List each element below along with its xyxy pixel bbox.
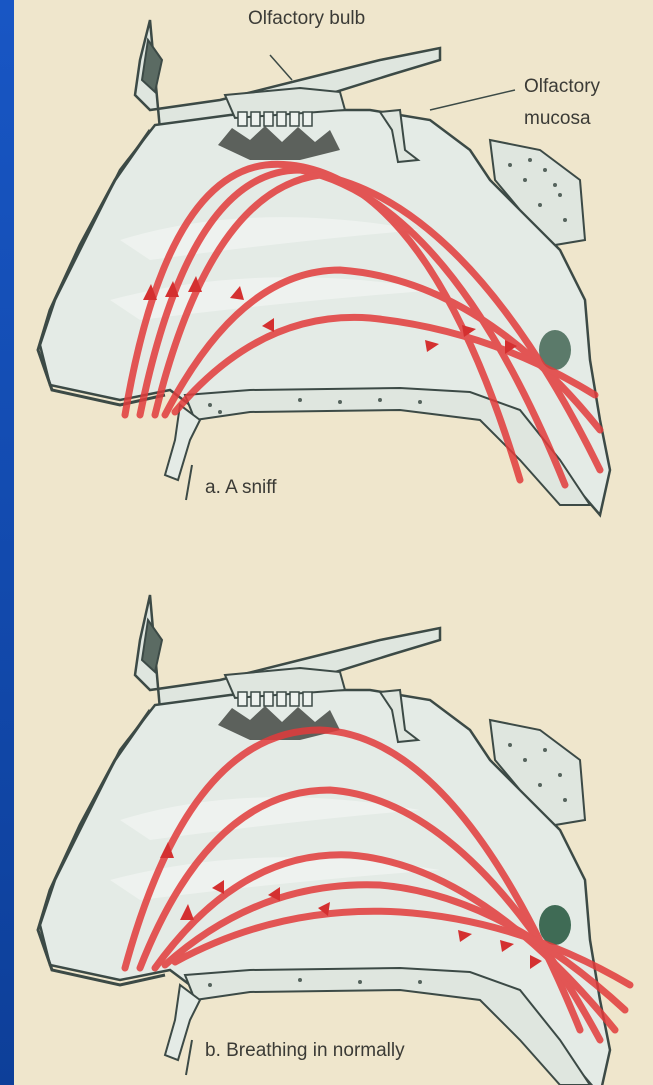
nose-cross-section-b (38, 595, 610, 1085)
panel-a-caption: a. A sniff (205, 477, 276, 499)
olfactory-mucosa-label-line1: Olfactory (524, 76, 600, 98)
olfactory-mucosa-label-line2: mucosa (524, 108, 591, 130)
olfactory-bulb-label: Olfactory bulb (248, 8, 365, 30)
pointer-b (186, 1040, 192, 1075)
panel-b-caption: b. Breathing in normally (205, 1040, 405, 1062)
pointer-a (186, 465, 192, 500)
